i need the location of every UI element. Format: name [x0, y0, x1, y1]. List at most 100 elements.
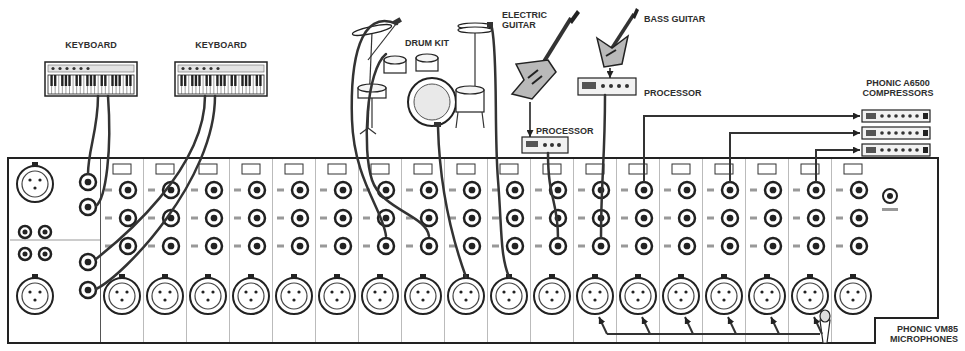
jack-legend-mark: [148, 217, 155, 220]
xlr-ring: [668, 283, 694, 309]
keyboard-knob: [188, 67, 191, 70]
xlr-pin: [120, 298, 123, 301]
jack-legend-mark: [320, 217, 327, 220]
channel-strip: [577, 164, 613, 314]
white-key-edge: [217, 75, 218, 94]
bass-guitar-drawing-part: [606, 50, 616, 56]
jack-socket: [335, 182, 351, 198]
microphone-drawing-part: [820, 310, 830, 322]
keyboard-knob: [181, 67, 184, 70]
white-key-edge: [238, 75, 239, 94]
channel-number-plate: [672, 164, 690, 174]
device-label: PHONIC A6500 COMPRESSORS: [858, 78, 938, 98]
xlr-latch: [119, 274, 125, 278]
jack-legend-mark: [578, 189, 585, 192]
cable-part: [548, 153, 558, 238]
processor-unit-part: [578, 78, 636, 95]
processor-unit-part: [601, 84, 605, 88]
processor-unit-part: [522, 137, 568, 153]
jack-hole: [22, 251, 27, 256]
black-key: [115, 75, 117, 86]
jack-socket: [206, 210, 222, 226]
drum-kit-drawing-part: [487, 22, 493, 27]
xlr-socket: [706, 278, 742, 314]
xlr-pin: [550, 298, 553, 301]
xlr-pin: [163, 298, 166, 301]
jack-legend-mark: [234, 245, 241, 248]
microphone-wire-branch: [642, 317, 650, 334]
jack-legend-mark: [105, 217, 112, 220]
compressor-knob: [887, 148, 891, 152]
jack-hole: [727, 215, 734, 222]
jack-legend-mark: [664, 217, 671, 220]
master-section: [17, 162, 96, 314]
jack-hole: [770, 243, 777, 250]
jack-hole: [297, 243, 304, 250]
insert-wire: [644, 116, 860, 182]
xlr-latch: [377, 274, 383, 278]
jack-legend-mark: [535, 217, 542, 220]
jack-legend-mark: [750, 217, 757, 220]
xlr-socket: [190, 278, 226, 314]
white-key-edge: [249, 75, 250, 94]
white-key-edge: [213, 75, 214, 94]
xlr-pin: [287, 290, 290, 293]
channel-number-plate: [371, 164, 389, 174]
compressor-knob: [915, 114, 919, 118]
xlr-pin: [340, 290, 343, 293]
jack-hole: [770, 187, 777, 194]
black-key: [129, 75, 131, 86]
microphone-wire-branch: [685, 317, 693, 334]
jack-hole: [856, 215, 863, 222]
xlr-socket: [104, 278, 140, 314]
keyboard-panel: [178, 65, 264, 72]
xlr-pin: [507, 298, 510, 301]
keyboard-keys: [178, 75, 264, 94]
processor-unit-part: [609, 84, 613, 88]
jack-hole: [813, 243, 820, 250]
xlr-pin: [512, 290, 515, 293]
jack-hole: [813, 215, 820, 222]
device-label: KEYBOARD: [172, 40, 270, 50]
xlr-pin: [33, 186, 36, 189]
jack-hole: [85, 204, 92, 211]
xlr-pin: [421, 298, 424, 301]
white-key-edge: [256, 75, 257, 94]
xlr-pin: [28, 290, 31, 293]
xlr-ring: [152, 283, 178, 309]
keyboard-panel: [48, 65, 134, 72]
xlr-pin: [545, 290, 548, 293]
bass-guitar-drawing-part: [632, 8, 639, 19]
black-key: [68, 75, 70, 86]
channel-strips: [104, 159, 871, 342]
channel-strip: [190, 164, 226, 314]
white-key-edge: [87, 75, 88, 94]
jack-hole: [856, 187, 863, 194]
xlr-pin: [426, 290, 429, 293]
xlr-latch: [807, 274, 813, 278]
mixer-panel-part: [882, 208, 898, 211]
xlr-ring: [281, 283, 307, 309]
jack-hole: [469, 215, 476, 222]
xlr-latch: [678, 274, 684, 278]
jack-legend-mark: [492, 217, 499, 220]
black-key: [231, 75, 233, 86]
jack-legend-mark: [320, 189, 327, 192]
microphone-wire: [599, 317, 822, 334]
white-key-edge: [98, 75, 99, 94]
insert-wire-part: [816, 150, 860, 182]
jack-hole: [340, 243, 347, 250]
compressor-meter: [866, 113, 876, 119]
black-key: [61, 75, 63, 86]
jack-socket: [292, 210, 308, 226]
processor: PROCESSOR: [522, 137, 568, 153]
channel-strip: [491, 164, 527, 314]
compressor-knob: [915, 148, 919, 152]
white-key-edge: [73, 75, 74, 94]
jack-hole: [85, 179, 92, 186]
white-key-edge: [94, 75, 95, 94]
processor-unit-part: [617, 84, 621, 88]
channel-number-plate: [457, 164, 475, 174]
compressor-knob: [880, 131, 884, 135]
xlr-ring: [625, 283, 651, 309]
